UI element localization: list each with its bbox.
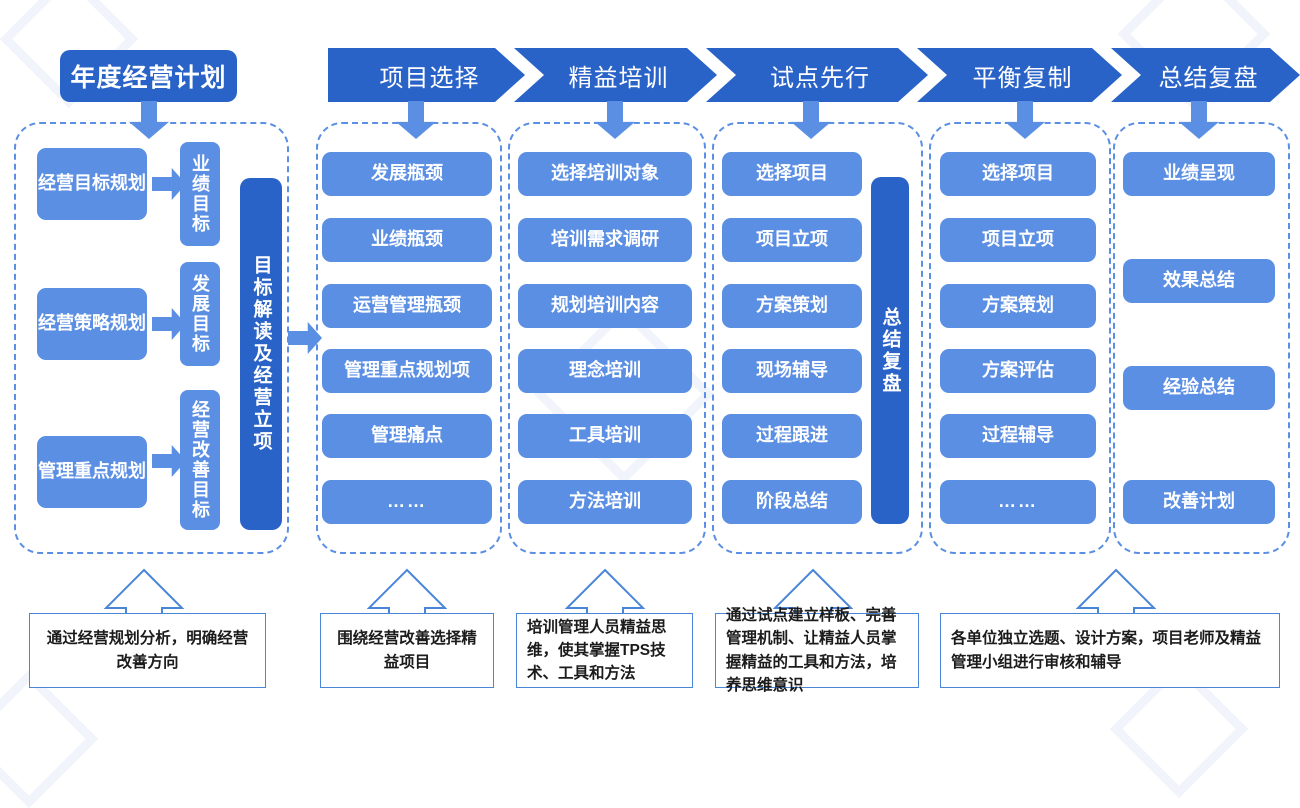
c4-item-2[interactable]: 项目立项: [722, 218, 862, 262]
c5-item-3[interactable]: 方案策划: [940, 284, 1096, 328]
c1-target-2[interactable]: 发展目标: [180, 262, 220, 366]
c2-item-2[interactable]: 业绩瓶颈: [322, 218, 492, 262]
caption-5: 各单位独立选题、设计方案，项目老师及精益管理小组进行审核和辅导: [940, 613, 1280, 688]
stage-chevron-3[interactable]: 试点先行: [706, 48, 928, 102]
stage-chevron-1[interactable]: 项目选择: [328, 48, 525, 102]
stage-label: 试点先行: [770, 64, 870, 92]
c5-item-1[interactable]: 选择项目: [940, 152, 1096, 196]
c4-item-5[interactable]: 过程跟进: [722, 414, 862, 458]
caption-2: 围绕经营改善选择精益项目: [320, 613, 494, 688]
c2-item-5[interactable]: 管理痛点: [322, 414, 492, 458]
panel-column-3: [508, 122, 706, 554]
panel-column-5: [929, 122, 1111, 554]
c1-source-2[interactable]: 经营策略规划: [37, 288, 147, 360]
c1-target-3[interactable]: 经营改善目标: [180, 390, 220, 530]
c3-item-5[interactable]: 工具培训: [518, 414, 692, 458]
c2-item-3[interactable]: 运营管理瓶颈: [322, 284, 492, 328]
c2-item-4[interactable]: 管理重点规划项: [322, 349, 492, 393]
panel-column-4: [712, 122, 923, 554]
c5-item-6[interactable]: ……: [940, 480, 1096, 524]
stage-chevron-5[interactable]: 总结复盘: [1111, 48, 1300, 102]
stage-chevron-4[interactable]: 平衡复制: [917, 48, 1122, 102]
caption-3: 培训管理人员精益思维，使其掌握TPS技术、工具和方法: [516, 613, 693, 688]
c1-sidebar-bar[interactable]: 目标解读及经营立项: [240, 178, 282, 530]
c3-item-2[interactable]: 培训需求调研: [518, 218, 692, 262]
c1-source-1[interactable]: 经营目标规划: [37, 148, 147, 220]
stage-label: 平衡复制: [972, 64, 1073, 92]
caption-4: 通过试点建立样板、完善管理机制、让精益人员掌握精益的工具和方法，培养思维意识: [715, 607, 919, 694]
c1-source-3[interactable]: 管理重点规划: [37, 436, 147, 508]
panel-column-6: [1113, 122, 1290, 554]
stage-label: 项目选择: [379, 64, 480, 92]
c2-item-6[interactable]: ……: [322, 480, 492, 524]
c3-item-6[interactable]: 方法培训: [518, 480, 692, 524]
c3-item-4[interactable]: 理念培训: [518, 349, 692, 393]
stage-label: 精益培训: [568, 64, 669, 92]
caption-1: 通过经营规划分析，明确经营改善方向: [29, 613, 266, 688]
c5-item-5[interactable]: 过程辅导: [940, 414, 1096, 458]
stage-chevron-2[interactable]: 精益培训: [514, 48, 717, 102]
c4-item-4[interactable]: 现场辅导: [722, 349, 862, 393]
c5-item-2[interactable]: 项目立项: [940, 218, 1096, 262]
c6-item-2[interactable]: 效果总结: [1123, 259, 1275, 303]
c3-item-3[interactable]: 规划培训内容: [518, 284, 692, 328]
c3-item-1[interactable]: 选择培训对象: [518, 152, 692, 196]
c6-item-4[interactable]: 改善计划: [1123, 480, 1275, 524]
c6-item-1[interactable]: 业绩呈现: [1123, 152, 1275, 196]
c4-item-6[interactable]: 阶段总结: [722, 480, 862, 524]
c6-item-3[interactable]: 经验总结: [1123, 366, 1275, 410]
watermark-diamond: [0, 669, 99, 808]
c2-item-1[interactable]: 发展瓶颈: [322, 152, 492, 196]
c1-target-1[interactable]: 业绩目标: [180, 142, 220, 246]
header-plan-title[interactable]: 年度经营计划: [60, 50, 237, 102]
c4-item-3[interactable]: 方案策划: [722, 284, 862, 328]
c5-item-4[interactable]: 方案评估: [940, 349, 1096, 393]
stage-label: 总结复盘: [1158, 64, 1259, 92]
c4-item-1[interactable]: 选择项目: [722, 152, 862, 196]
c4-sidebar-bar[interactable]: 总结复盘: [871, 177, 909, 524]
